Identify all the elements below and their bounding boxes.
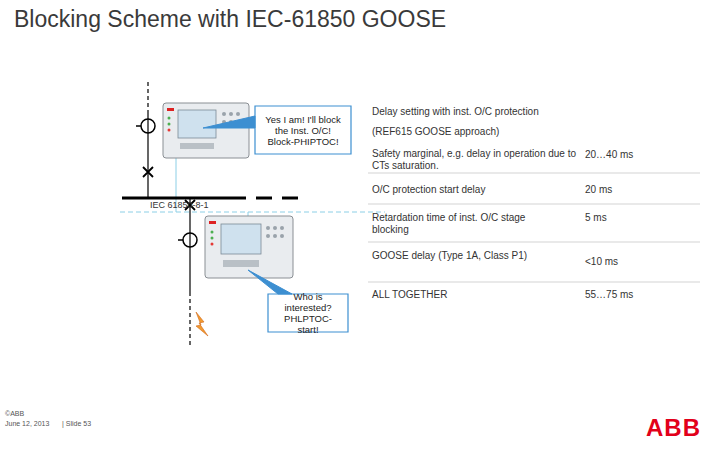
current-transformer bbox=[183, 233, 197, 247]
busbar-dash bbox=[282, 197, 298, 200]
company-logo: ABB bbox=[646, 413, 701, 442]
bubble-border bbox=[255, 106, 351, 154]
relay-button bbox=[266, 226, 270, 230]
ct-lead bbox=[178, 239, 183, 241]
table-rules bbox=[368, 173, 700, 282]
relay-led bbox=[168, 129, 171, 132]
relay-button bbox=[280, 234, 284, 238]
row-rule bbox=[368, 173, 700, 174]
relay-display bbox=[178, 110, 216, 138]
relay-led bbox=[211, 243, 214, 246]
relay-led bbox=[211, 237, 214, 240]
bubble-text: Yes I am! I'll block the Inst. O/C! Bloc… bbox=[265, 114, 341, 147]
fault-symbol bbox=[196, 312, 208, 336]
bubble-text-holder: Who is interested? PHLPTOC-start! bbox=[268, 294, 348, 332]
table-cell: Safety marginal, e.g. delay in operation… bbox=[372, 148, 577, 172]
relay-body bbox=[205, 216, 293, 278]
table-subheading: (REF615 GOOSE approach) bbox=[372, 126, 692, 138]
relay-logo bbox=[209, 221, 216, 224]
table-cell: ALL TOGETHER bbox=[372, 289, 447, 301]
relay-button bbox=[222, 112, 226, 116]
relay-led bbox=[168, 117, 171, 120]
relay-keypad bbox=[180, 143, 214, 149]
relay-button bbox=[229, 112, 233, 116]
table-cell: 5 ms bbox=[585, 212, 607, 224]
relay-button bbox=[266, 234, 270, 238]
current-transformer bbox=[141, 119, 155, 133]
relay-leds bbox=[211, 231, 214, 246]
relay-buttons bbox=[223, 226, 284, 267]
speech-bubble: Yes I am! I'll block the Inst. O/C! Bloc… bbox=[255, 106, 351, 154]
bus-tap bbox=[248, 212, 249, 216]
bubble-pointer bbox=[248, 270, 292, 294]
feeder-line bbox=[189, 292, 190, 345]
table-cell: 55…75 ms bbox=[585, 289, 633, 301]
slide-title: Blocking Scheme with IEC-61850 GOOSE bbox=[14, 6, 446, 33]
bus-label: IEC 61850-8-1 bbox=[150, 200, 209, 211]
bubble-text: Who is interested? PHLPTOC-start! bbox=[278, 291, 338, 335]
table-heading: Delay setting with inst. O/C protection bbox=[372, 106, 692, 118]
feeder-line bbox=[189, 198, 190, 292]
bubble-pointer bbox=[203, 116, 255, 128]
slide-number: | Slide 53 bbox=[62, 420, 91, 428]
relay-button bbox=[273, 226, 277, 230]
relay-button bbox=[280, 226, 284, 230]
feeder-line bbox=[147, 82, 148, 112]
relay-display bbox=[221, 224, 261, 254]
table-cell: 20…40 ms bbox=[585, 149, 633, 161]
station-bus-line bbox=[120, 212, 385, 213]
relay-keypad bbox=[223, 260, 259, 267]
table-cell: 20 ms bbox=[585, 184, 612, 196]
relay-led bbox=[211, 231, 214, 234]
feeder-line bbox=[147, 112, 148, 198]
relay-body bbox=[163, 103, 249, 158]
table-cell: <10 ms bbox=[585, 256, 618, 268]
table-cell: Retardation time of inst. O/C stage bloc… bbox=[372, 212, 552, 236]
relay-button bbox=[236, 112, 240, 116]
table-cell: GOOSE delay (Type 1A, Class P1) bbox=[372, 250, 542, 262]
bubble-text-holder: Yes I am! I'll block the Inst. O/C! Bloc… bbox=[255, 106, 351, 154]
relay-led bbox=[168, 123, 171, 126]
row-rule bbox=[368, 242, 700, 243]
footer-date: June 12, 2013 bbox=[5, 420, 49, 428]
ct-lead bbox=[136, 125, 141, 127]
breaker-symbol bbox=[143, 167, 153, 177]
copyright: ©ABB bbox=[5, 410, 24, 418]
relay-buttons bbox=[180, 112, 240, 149]
busbar-dash bbox=[256, 197, 272, 200]
row-rule bbox=[368, 204, 700, 205]
speech-bubble: Who is interested? PHLPTOC-start! bbox=[268, 294, 348, 332]
busbar bbox=[122, 197, 246, 200]
relay-logo bbox=[167, 108, 174, 111]
relay-leds bbox=[168, 117, 171, 132]
protection-relay bbox=[163, 103, 249, 158]
relay-button bbox=[273, 234, 277, 238]
protection-relay bbox=[205, 216, 293, 278]
row-rule bbox=[368, 282, 700, 283]
table-cell: O/C protection start delay bbox=[372, 184, 577, 196]
